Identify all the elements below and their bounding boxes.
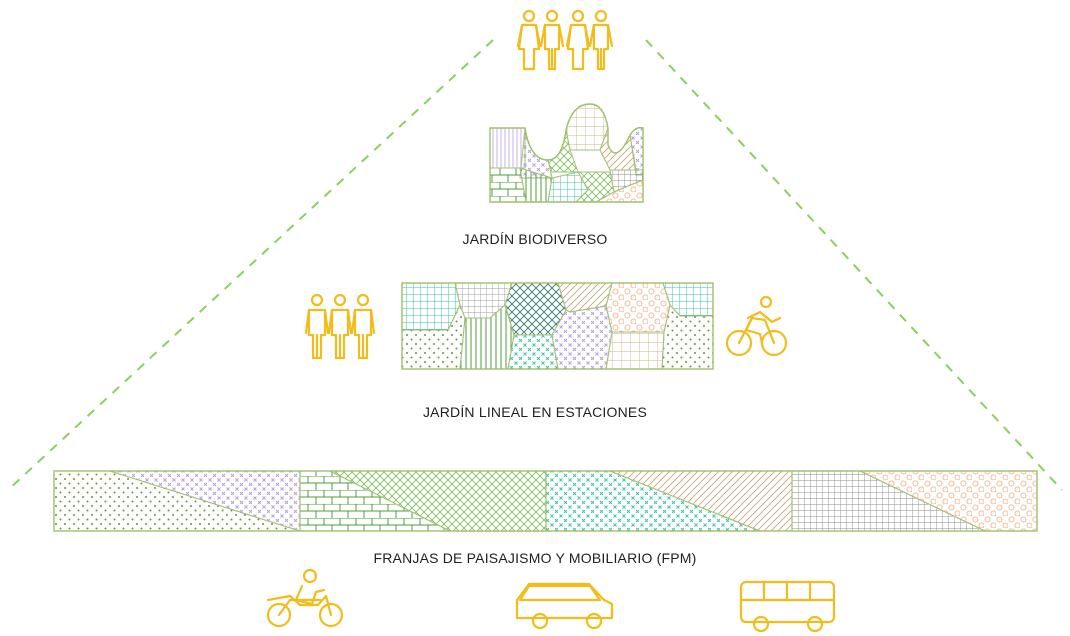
- linear-garden-illustration: [401, 282, 714, 370]
- label-linear-garden: JARDÍN LINEAL EN ESTACIONES: [422, 404, 647, 420]
- fpm-strip-illustration: [53, 470, 1038, 532]
- label-biodiverse-garden: JARDÍN BIODIVERSO: [462, 231, 608, 247]
- motorcycle-icon: [266, 568, 344, 628]
- four-people-icon: [516, 9, 614, 71]
- bus-icon: [739, 580, 836, 633]
- cyclist-icon: [725, 295, 788, 357]
- car-icon: [515, 582, 614, 630]
- biodiverse-garden-illustration: [489, 103, 644, 203]
- three-people-icon: [304, 293, 376, 360]
- triangle-guide-lines: [7, 39, 1063, 491]
- label-fpm-strips: FRANJAS DE PAISAJISMO Y MOBILIARIO (FPM): [373, 550, 697, 566]
